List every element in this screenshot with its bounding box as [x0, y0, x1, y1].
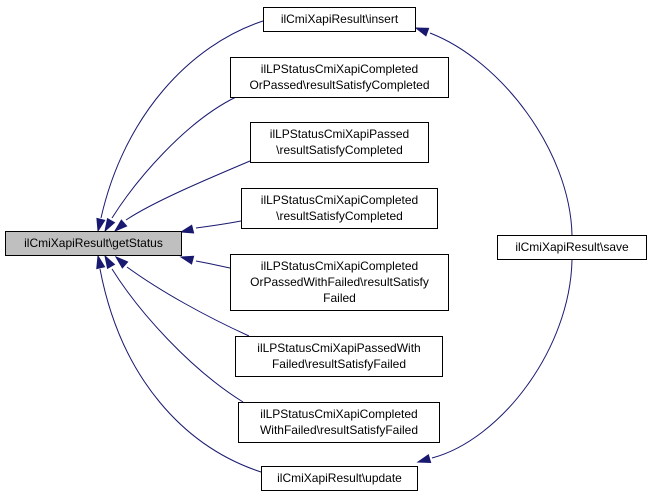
edge-passed-to-getStatus [113, 160, 251, 233]
node-label-line: ilLPStatusCmiXapiCompleted [260, 407, 417, 421]
node-label-line: ilLPStatusCmiXapiPassed [270, 127, 409, 141]
edge-line [99, 268, 262, 473]
node-label-line: ilLPStatusCmiXapiCompleted [261, 259, 418, 273]
arrowhead-icon [113, 219, 128, 233]
node-label-line: OrPassedWithFailed\resultSatisfy [250, 275, 429, 289]
node-label-line: WithFailed\resultSatisfyFailed [260, 423, 418, 437]
node-box[interactable] [250, 122, 429, 163]
node-label-line: Failed [323, 291, 356, 305]
node-box[interactable] [497, 235, 647, 260]
node-box[interactable] [263, 7, 416, 32]
edge-line [195, 220, 242, 229]
node-label-line: Failed\resultSatisfyFailed [272, 357, 406, 371]
arrowhead-icon [179, 255, 195, 265]
node-box[interactable] [238, 402, 440, 443]
arrowhead-icon [114, 255, 129, 269]
edge-save-to-update [416, 259, 573, 464]
node-box[interactable] [261, 466, 418, 491]
edge-line [100, 20, 264, 219]
node-box[interactable] [230, 254, 449, 311]
edge-copwf-to-getStatus [179, 255, 231, 269]
edge-cop-to-getStatus [104, 96, 237, 233]
arrowhead-icon [104, 254, 116, 270]
edge-line [126, 266, 250, 337]
node-insert[interactable]: ilCmiXapiResult\insert [263, 7, 416, 32]
arrowhead-icon [416, 453, 432, 464]
edges-layer [96, 20, 573, 473]
arrowhead-icon [96, 254, 106, 270]
node-label-line: \resultSatisfyCompleted [276, 143, 403, 157]
edge-cwf-to-getStatus [104, 254, 244, 403]
node-update[interactable]: ilCmiXapiResult\update [261, 466, 418, 491]
node-label-line: ilCmiXapiResult\save [515, 240, 629, 254]
node-box[interactable] [235, 336, 443, 377]
node-completed[interactable]: ilLPStatusCmiXapiCompleted \resultSatisfy… [241, 188, 438, 229]
edge-line [111, 96, 237, 219]
node-passed[interactable]: ilLPStatusCmiXapiPassed \resultSatisfyCom… [250, 122, 429, 163]
edge-line [429, 32, 573, 236]
node-label-line: OrPassed\resultSatisfyCompleted [249, 78, 429, 92]
arrowhead-icon [414, 27, 430, 37]
node-label-line: ilLPStatusCmiXapiCompleted [261, 193, 418, 207]
edge-update-to-getStatus [96, 254, 262, 473]
node-save[interactable]: ilCmiXapiResult\save [497, 235, 647, 260]
arrowhead-icon [96, 217, 106, 233]
node-label-line: ilCmiXapiResult\insert [281, 12, 399, 26]
edge-insert-to-getStatus [96, 20, 264, 233]
node-label-line: ilLPStatusCmiXapiPassedWith [257, 341, 420, 355]
node-label-line: ilCmiXapiResult\update [277, 471, 402, 485]
node-label-line: ilLPStatusCmiXapiCompleted [261, 62, 418, 76]
node-box[interactable] [241, 188, 438, 229]
node-label-line: \resultSatisfyCompleted [276, 209, 403, 223]
edge-completed-to-getStatus [179, 220, 242, 234]
nodes-layer: ilCmiXapiResult\getStatus ilCmiXapiResult… [5, 7, 647, 491]
node-label-line: ilCmiXapiResult\getStatus [24, 236, 163, 250]
node-box[interactable] [5, 231, 182, 256]
arrowhead-icon [179, 224, 195, 234]
node-copwf[interactable]: ilLPStatusCmiXapiCompletedOrPassedWithFa… [230, 254, 449, 311]
edge-save-to-insert [414, 27, 573, 236]
edge-line [125, 160, 251, 221]
edge-line [195, 260, 231, 269]
node-getStatus[interactable]: ilCmiXapiResult\getStatus [5, 231, 182, 256]
node-box[interactable] [230, 57, 449, 98]
edge-line [431, 259, 573, 459]
edge-pwf-to-getStatus [114, 255, 250, 337]
edge-line [111, 268, 244, 403]
arrowhead-icon [104, 217, 116, 233]
node-cop[interactable]: ilLPStatusCmiXapiCompletedOrPassed\resul… [230, 57, 449, 98]
node-cwf[interactable]: ilLPStatusCmiXapiCompletedWithFailed\res… [238, 402, 440, 443]
node-pwf[interactable]: ilLPStatusCmiXapiPassedWithFailed\result… [235, 336, 443, 377]
